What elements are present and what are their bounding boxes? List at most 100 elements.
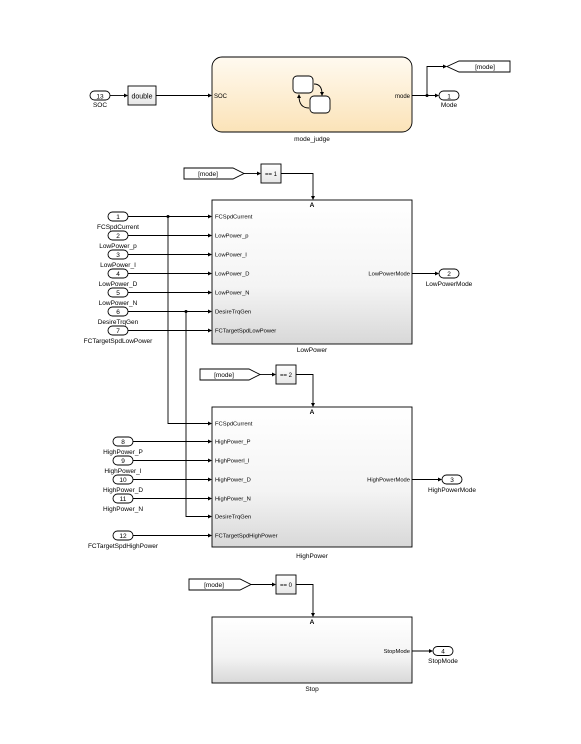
lowpower-port-fctargetspdlowpower: FCTargetSpdLowPower [215,329,276,335]
svg-text:2: 2 [116,233,120,240]
inport-7-fctargetspdlowpower[interactable]: 7 [107,325,129,336]
highpower-port-fcspdcurrent: FCSpdCurrent [215,422,253,428]
svg-text:6: 6 [116,309,120,316]
outport-4-stopmode[interactable]: 4 [432,646,454,656]
stop-action-port: A [310,619,315,626]
svg-text:8: 8 [121,439,125,446]
from-tag-mode-low[interactable]: [mode] [183,167,246,180]
mode-outport-number: 1 [447,94,451,101]
inport-3-lowpower-i[interactable]: 3 [107,249,129,260]
inport-9-highpower-i[interactable]: 9 [112,455,134,466]
svg-text:9: 9 [121,458,125,465]
highpower-subsystem-block[interactable]: A FCSpdCurrent HighPower_P HighPowerl_I … [211,406,413,548]
soc-inport-label: SOC [93,102,107,109]
compare-to-2-block[interactable]: == 2 [275,364,297,385]
soc-inport[interactable]: 13 [89,90,111,101]
inport-4-lowpower-d[interactable]: 4 [107,268,129,279]
outport-3-highpowermode[interactable]: 3 [441,474,463,485]
mode-judge-chart-block[interactable]: SOC mode [211,56,413,133]
from-tag-mode-high[interactable]: [mode] [199,368,262,381]
inport-2-lowpower-p[interactable]: 2 [107,230,129,241]
mode-outport-label: Mode [441,102,458,109]
inport-6-label: DesireTrqGen [98,319,139,326]
inport-11-label: HighPower_N [103,506,143,513]
soc-inport-number: 13 [96,94,104,101]
from-tag-mode-stop-label: [mode] [204,582,224,589]
svg-text:10: 10 [119,477,127,484]
lowpower-port-lowpower-n: LowPower_N [215,291,249,297]
svg-text:5: 5 [116,290,120,297]
highpower-wires [133,439,212,538]
inport-5-lowpower-n[interactable]: 5 [107,287,129,298]
lowpower-wires [128,214,212,519]
inport-4-label: LowPower_D [99,281,138,288]
inport-7-label: FCTargetSpdLowPower [84,338,153,345]
inport-6-desiretrqgen[interactable]: 6 [107,306,129,317]
lowpower-action-port: A [310,202,315,209]
lowpower-port-desiretrqgen: DesireTrqGen [215,310,251,316]
inport-11-highpower-n[interactable]: 11 [112,493,134,504]
inport-10-label: HighPower_D [103,487,143,494]
highpower-action-port: A [310,409,315,416]
outport-3-label: HighPowerMode [428,487,476,494]
lowpower-port-lowpower-p: LowPower_p [215,234,249,240]
double-block-label: double [131,94,152,101]
goto-tag-mode-label: [mode] [475,64,495,71]
svg-text:4: 4 [441,649,445,656]
compare-to-1-label: == 1 [265,172,278,178]
stop-subsystem-block[interactable]: A StopMode [211,616,413,684]
svg-text:11: 11 [120,496,127,503]
svg-text:7: 7 [116,328,120,335]
highpower-block-name: HighPower [296,553,329,560]
inport-3-label: LowPower_I [100,262,136,269]
mode-outport[interactable]: 1 [438,90,460,101]
compare-to-0-block[interactable]: == 0 [275,574,297,595]
goto-tag-mode[interactable]: [mode] [445,60,511,73]
inport-12-fctargetspdhighpower[interactable]: 12 [112,530,134,541]
compare-to-0-label: == 0 [280,583,293,589]
highpower-port-highpowerl-i: HighPowerl_I [215,459,250,465]
highpower-port-highpower-p: HighPower_P [215,440,251,446]
mode-judge-in-port-label: SOC [214,94,228,100]
outport-2-lowpowermode[interactable]: 2 [438,268,460,279]
double-conversion-block[interactable]: double [127,85,157,106]
outport-2-label: LowPowerMode [426,281,473,288]
highpower-port-highpower-d: HighPower_D [215,478,251,484]
lowpower-port-lowpower-d: LowPower_D [215,272,249,278]
lowpower-subsystem-block[interactable]: A FCSpdCurrent LowPower_p LowPower_I Low… [211,199,413,345]
stop-output-port: StopMode [384,649,410,655]
outport-4-label: StopMode [428,658,458,665]
inport-9-label: HighPower_I [104,468,141,475]
lowpower-port-fcspdcurrent: FCSpdCurrent [215,215,253,221]
lowpower-block-name: LowPower [297,347,328,354]
from-tag-mode-high-label: [mode] [214,372,234,379]
svg-text:4: 4 [116,271,120,278]
inport-10-highpower-d[interactable]: 10 [112,474,134,485]
svg-text:2: 2 [447,271,451,278]
highpower-port-fctargetspdhighpower: FCTargetSpdHighPower [215,534,278,540]
svg-text:3: 3 [450,477,454,484]
mode-judge-out-port-label: mode [395,94,411,100]
svg-text:1: 1 [116,214,120,221]
inport-8-highpower-p[interactable]: 8 [112,436,134,447]
svg-text:12: 12 [119,533,127,540]
inport-8-label: HighPower_P [103,449,143,456]
highpower-output-port: HighPowerMode [367,478,410,484]
inport-2-label: LowPower_p [99,243,137,250]
highpower-port-desiretrqgen: DesireTrqGen [215,515,251,521]
inport-5-label: LowPower_N [99,300,138,307]
stateflow-chart-icon [292,75,331,114]
from-tag-mode-low-label: [mode] [198,171,218,178]
from-tag-mode-stop[interactable]: [mode] [188,578,253,591]
inport-12-label: FCTargetSpdHighPower [88,543,159,550]
lowpower-output-port: LowPowerMode [368,272,410,278]
mode-judge-block-name: mode_judge [294,136,330,143]
highpower-port-highpower-n: HighPower_N [215,497,251,503]
inport-1-label: FCSpdCurrent [97,224,139,231]
stop-block-name: Stop [305,686,319,693]
lowpower-port-lowpower-i: LowPower_I [215,253,247,259]
inport-1-fcspdcurrent[interactable]: 1 [107,211,129,222]
svg-text:3: 3 [116,252,120,259]
compare-to-1-block[interactable]: == 1 [260,163,282,184]
